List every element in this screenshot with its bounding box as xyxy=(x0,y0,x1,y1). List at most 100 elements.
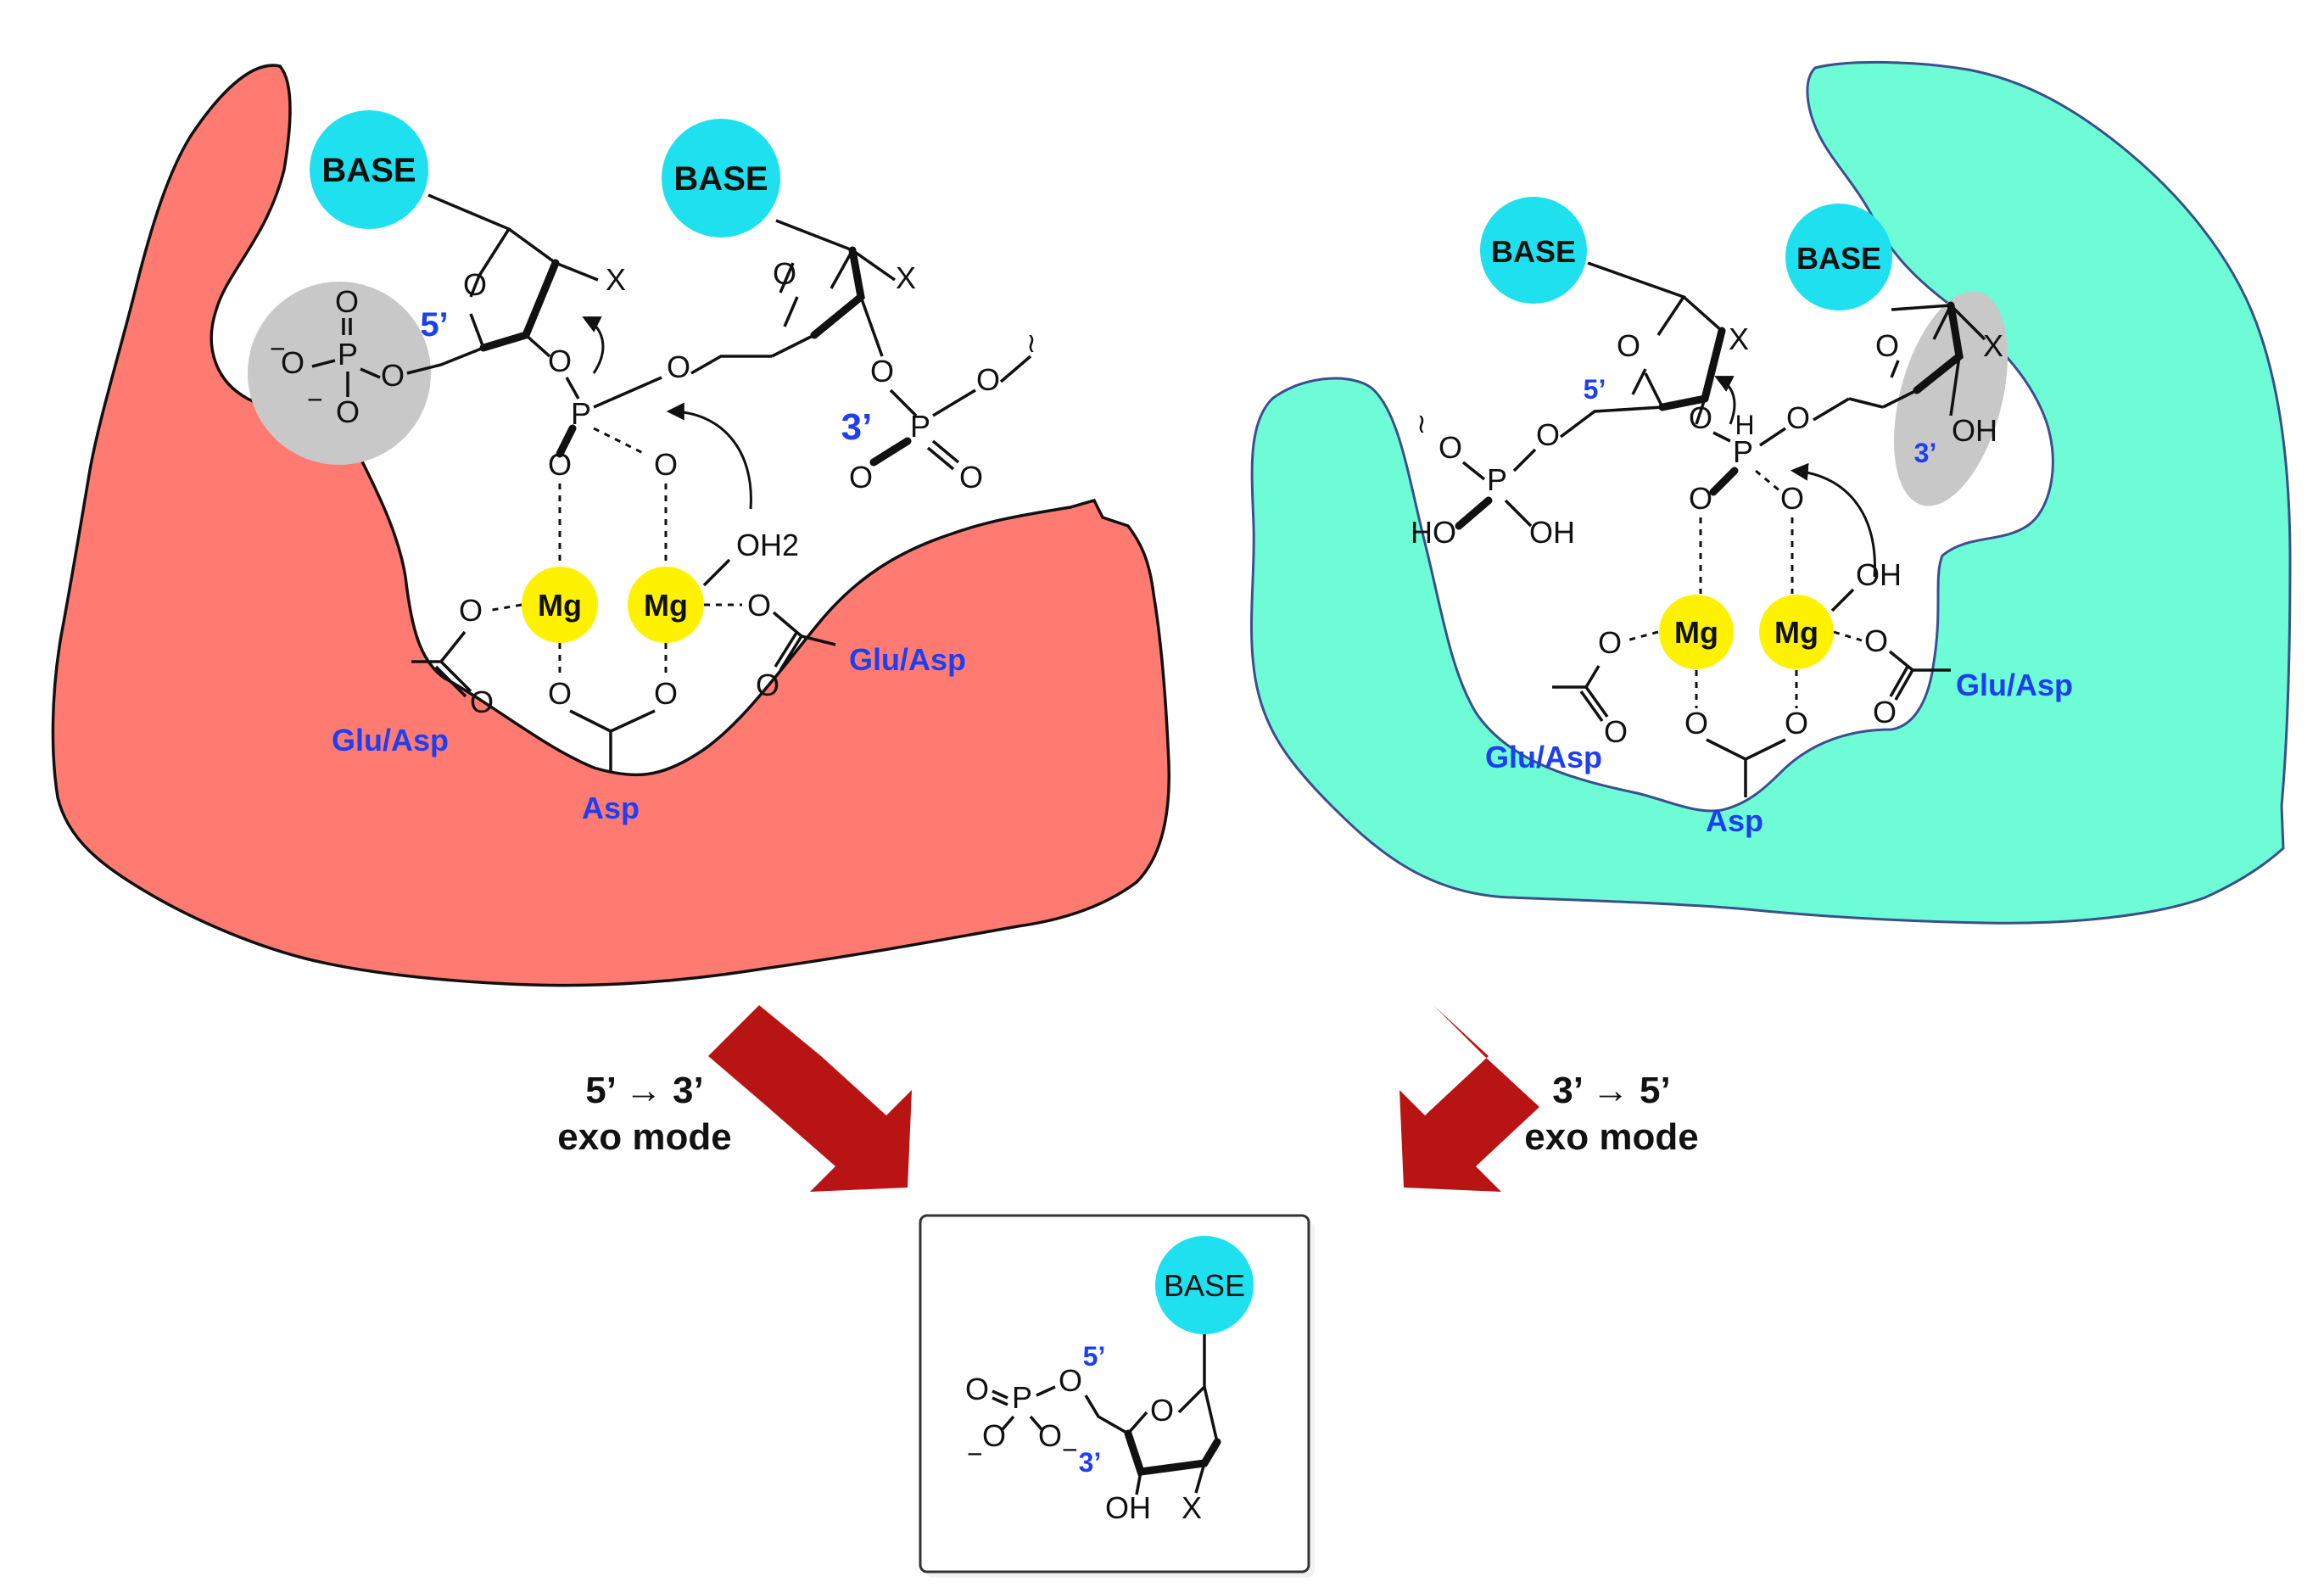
right-mg-1 xyxy=(1659,595,1734,669)
svg-text:OH: OH xyxy=(1952,413,1997,448)
svg-text:O: O xyxy=(1689,400,1712,435)
right-residue-glu-asp-left: Glu/Asp xyxy=(1485,740,1602,774)
right-mg-2 xyxy=(1759,595,1834,669)
left-residue-asp: Asp xyxy=(582,791,640,825)
svg-text:O: O xyxy=(976,362,1000,397)
left-mg-1 xyxy=(522,567,598,643)
left-red-arrow xyxy=(708,1005,912,1192)
svg-text:HO: HO xyxy=(1411,515,1456,550)
svg-text:−: − xyxy=(967,1439,983,1469)
right-base-2-label: BASE xyxy=(1796,241,1881,276)
svg-text:O: O xyxy=(982,1418,1006,1453)
left-water: OH2 xyxy=(736,528,799,562)
product-5prime-label: 5’ xyxy=(1083,1341,1106,1372)
product-x: X xyxy=(1182,1490,1202,1525)
svg-text:P: P xyxy=(1487,462,1507,497)
svg-text:O: O xyxy=(1873,695,1897,729)
svg-text:O: O xyxy=(870,354,894,388)
svg-text:≀: ≀ xyxy=(1026,327,1036,358)
left-sugar1-3o: O xyxy=(548,344,572,378)
left-leaving-group-highlight xyxy=(248,282,431,465)
svg-text:P: P xyxy=(338,337,358,372)
left-mg-1-label: Mg xyxy=(538,588,582,623)
svg-text:−: − xyxy=(1062,1434,1078,1465)
svg-text:O: O xyxy=(1780,481,1804,516)
svg-text:O: O xyxy=(1604,714,1628,749)
left-base-1-label: BASE xyxy=(321,152,416,189)
svg-text:O: O xyxy=(548,676,572,711)
svg-text:O: O xyxy=(381,358,405,393)
left-residue-glu-asp-right: Glu/Asp xyxy=(849,642,966,677)
right-residue-glu-asp-right: Glu/Asp xyxy=(1956,668,2073,702)
svg-text:O: O xyxy=(459,593,483,628)
svg-text:O: O xyxy=(336,394,360,429)
svg-text:O: O xyxy=(849,460,873,495)
right-sugar2-x: X xyxy=(1983,328,2003,363)
product-3prime-label: 3’ xyxy=(1079,1447,1102,1478)
svg-text:O: O xyxy=(1598,625,1622,660)
svg-text:O: O xyxy=(281,345,304,380)
left-residue-glu-asp-left: Glu/Asp xyxy=(332,723,449,757)
right-residue-asp: Asp xyxy=(1706,803,1763,838)
left-mode-label-line1: 5’ → 3’ xyxy=(585,1070,703,1111)
left-enzyme-surface xyxy=(51,64,1170,987)
svg-text:−: − xyxy=(307,384,323,415)
svg-text:O: O xyxy=(1864,623,1888,658)
right-5prime-label: 5’ xyxy=(1584,374,1606,405)
right-mode-label-line1: 3’ → 5’ xyxy=(1552,1070,1670,1111)
svg-text:O: O xyxy=(1439,430,1462,465)
left-active-site: BASE BASE O X O 5’ O P O O − O − P O xyxy=(248,110,1036,825)
right-red-arrow xyxy=(1399,1005,1539,1192)
right-mg-1-label: Mg xyxy=(1674,615,1718,650)
product-oh: OH xyxy=(1105,1490,1151,1525)
right-active-site: BASE BASE O X O 5’ O P O ≀ HO OH P H O xyxy=(1411,197,2073,838)
svg-text:≀: ≀ xyxy=(1416,408,1427,439)
left-mg-2-label: Mg xyxy=(644,588,688,623)
left-3prime-label: 3’ xyxy=(841,406,873,448)
left-base-2 xyxy=(662,119,780,238)
left-5prime-label: 5’ xyxy=(420,306,448,344)
svg-text:P: P xyxy=(1733,434,1753,469)
left-sugar2-x: X xyxy=(896,260,916,295)
svg-text:P: P xyxy=(910,409,930,444)
svg-text:P: P xyxy=(1012,1380,1032,1415)
right-mode-label-line2: exo mode xyxy=(1524,1116,1698,1158)
product-base xyxy=(1155,1236,1254,1334)
svg-text:O: O xyxy=(1684,706,1708,741)
left-sugar1-x: X xyxy=(606,262,626,297)
svg-text:O: O xyxy=(965,1372,989,1406)
right-3prime-label: 3’ xyxy=(1914,438,1937,468)
right-base-1 xyxy=(1480,197,1587,304)
left-mg-2 xyxy=(628,567,704,643)
svg-text:O: O xyxy=(667,349,690,384)
svg-text:O: O xyxy=(335,284,359,319)
right-base-2 xyxy=(1785,204,1892,310)
right-enzyme-surface xyxy=(1249,60,2292,925)
svg-text:O: O xyxy=(1875,328,1899,363)
svg-text:O: O xyxy=(959,460,983,495)
svg-text:O: O xyxy=(1785,706,1808,741)
svg-text:O: O xyxy=(654,447,678,482)
left-sugar1-ring-o: O xyxy=(463,267,487,302)
svg-text:OH: OH xyxy=(1529,515,1575,550)
svg-text:O: O xyxy=(548,447,572,482)
product-box: BASE O O P O O − O − OH X 5’ 3’ xyxy=(919,1214,1315,1578)
svg-text:O: O xyxy=(1536,417,1560,452)
right-sugar1-x: X xyxy=(1729,321,1749,356)
svg-text:O: O xyxy=(1689,481,1712,516)
svg-text:O: O xyxy=(1786,400,1810,435)
svg-text:O: O xyxy=(756,668,779,702)
left-mode-label-line2: exo mode xyxy=(557,1116,731,1158)
svg-text:O: O xyxy=(470,685,494,719)
svg-text:−: − xyxy=(270,333,286,364)
svg-text:O: O xyxy=(1617,328,1640,363)
right-mg-2-label: Mg xyxy=(1774,615,1818,650)
svg-text:H: H xyxy=(1735,410,1754,440)
right-hydroxide: OH xyxy=(1856,557,1902,592)
left-base-1 xyxy=(310,110,428,229)
svg-text:O: O xyxy=(654,676,678,711)
left-base-2-label: BASE xyxy=(673,160,768,198)
svg-text:O: O xyxy=(1150,1393,1174,1428)
svg-text:O: O xyxy=(747,588,771,623)
